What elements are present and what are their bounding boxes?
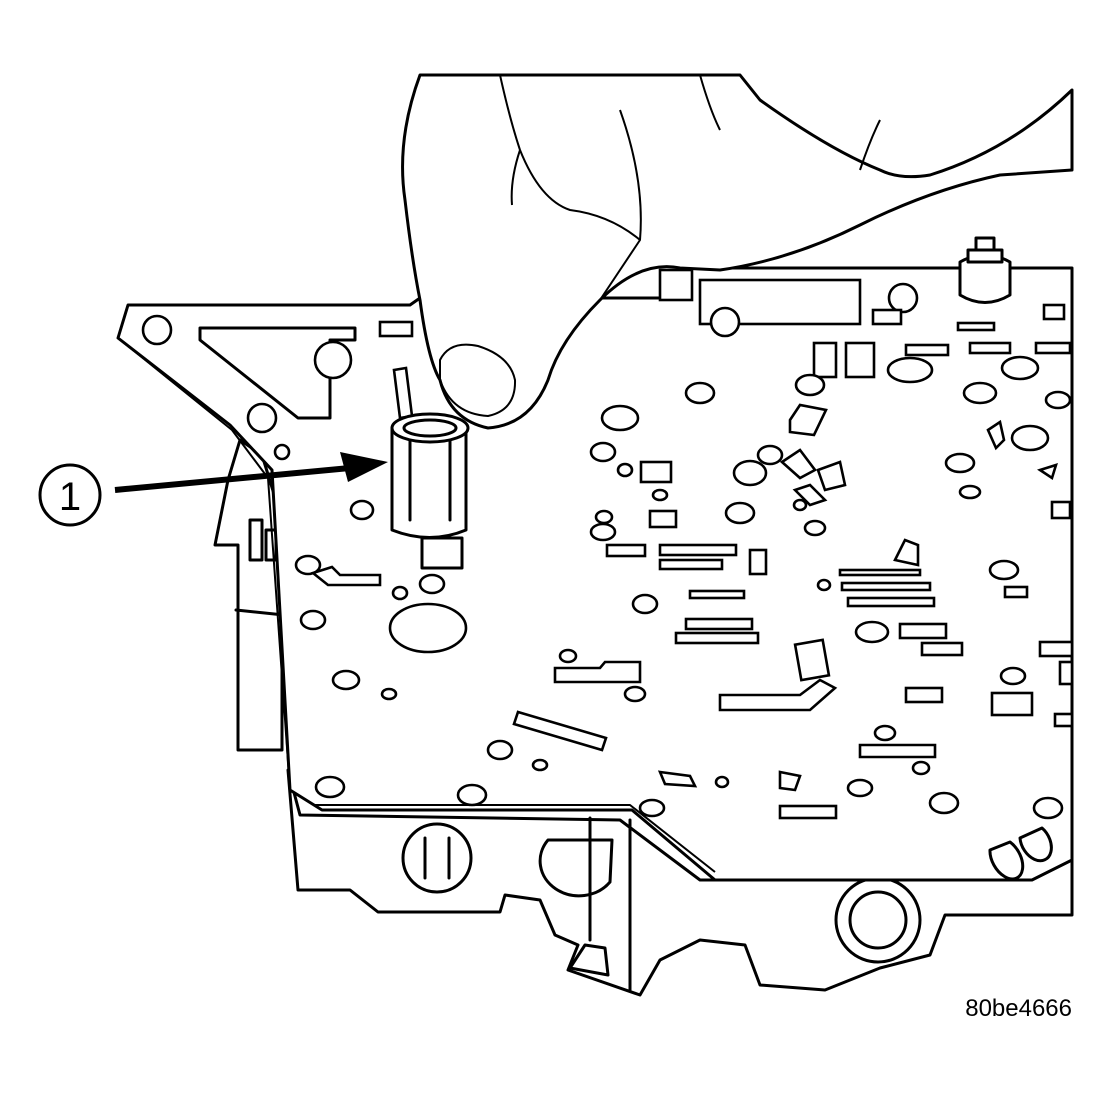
filter	[390, 412, 470, 570]
leader-line	[114, 465, 351, 493]
callout-number: 1	[59, 475, 81, 519]
figure-id: 80be4666	[965, 995, 1072, 1022]
separator-plate	[116, 266, 1074, 882]
callout-circle	[38, 463, 102, 527]
valve-body-casting	[286, 768, 1074, 997]
hand	[401, 73, 1074, 430]
pressure-fitting	[958, 236, 1012, 304]
arrowhead	[340, 452, 388, 482]
callout-1: 1	[38, 452, 388, 527]
